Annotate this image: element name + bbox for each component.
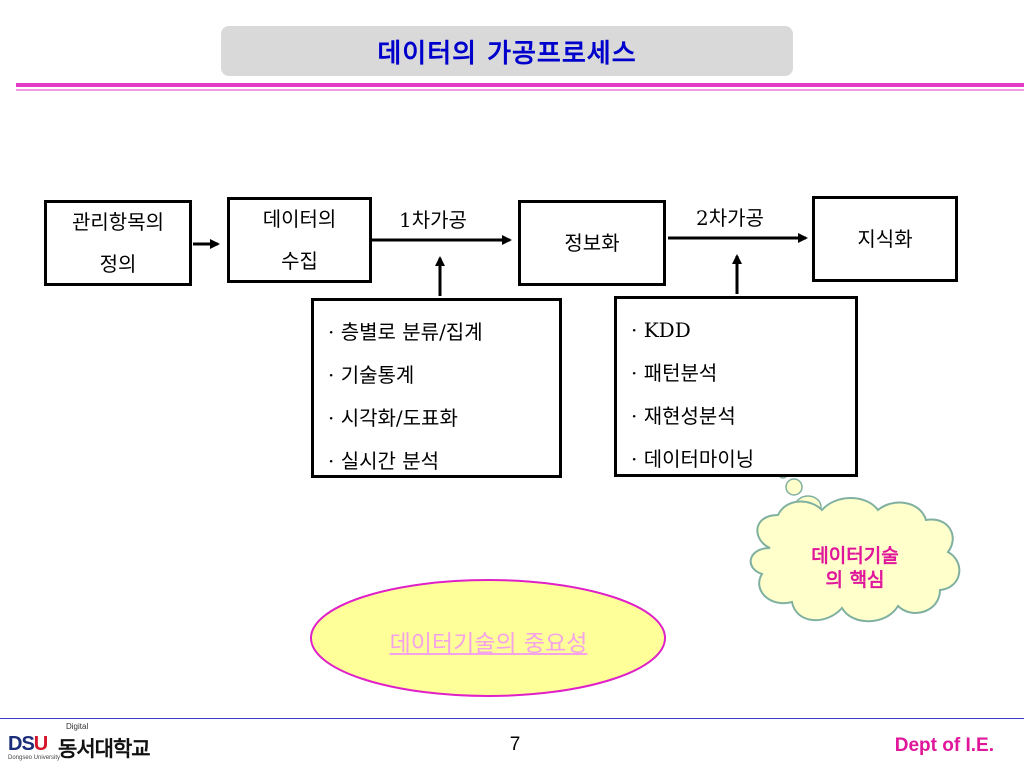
department-label: Dept of I.E. — [894, 735, 994, 756]
box-data-collection: 데이터의 수집 — [227, 197, 372, 283]
title-bar: 데이터의 가공프로세스 — [221, 26, 793, 76]
logo-english-name: Dongseo University — [8, 755, 61, 761]
logo-dsu-blue: DS — [8, 733, 35, 755]
second-method-item: · 패턴분석 — [631, 361, 718, 385]
callout-line-2: 의 핵심 — [825, 569, 885, 591]
box-first-methods: · 층별로 분류/집계 · 기술통계 · 시각화/도표화 · 실시간 분석 — [311, 298, 562, 478]
callout-cloud — [749, 497, 961, 623]
box-define-line-2: 정의 — [99, 252, 137, 276]
label-second-processing: 2차가공 — [696, 206, 764, 230]
header-rule-thick — [16, 83, 1024, 87]
callout-text: 데이터기술 의 핵심 — [770, 544, 940, 592]
slide-title: 데이터의 가공프로세스 — [377, 38, 637, 69]
first-method-item: · 실시간 분석 — [328, 449, 440, 473]
importance-link-text[interactable]: 데이터기술의 중요성 — [389, 630, 588, 657]
box-second-methods: · KDD · 패턴분석 · 재현성분석 · 데이터마이닝 — [614, 296, 858, 477]
box-knowledge-label: 지식화 — [857, 227, 913, 251]
box-information: 정보화 — [518, 200, 666, 286]
logo-dsu-mark: DSU — [8, 733, 48, 756]
second-method-item: · KDD — [631, 318, 691, 342]
footer-rule — [0, 718, 1024, 719]
box-define-line-1: 관리항목의 — [72, 210, 164, 234]
header-rule-thin — [16, 89, 1024, 91]
logo-dsu-red: U — [33, 733, 48, 755]
box-collect-line-1: 데이터의 — [262, 207, 337, 231]
first-method-item: · 시각화/도표화 — [328, 406, 458, 430]
logo-digital-text: Digital — [66, 722, 89, 731]
box-define-items: 관리항목의 정의 — [44, 200, 192, 286]
university-logo: Digital DSU 동서대학교 Dongseo University — [6, 722, 166, 764]
second-method-item: · 재현성분석 — [631, 404, 736, 428]
importance-ellipse — [310, 579, 666, 697]
callout-line-1: 데이터기술 — [811, 545, 899, 567]
box-info-label: 정보화 — [564, 231, 620, 255]
box-collect-line-2: 수집 — [281, 249, 318, 273]
first-method-item: · 기술통계 — [328, 363, 415, 387]
callout-bubble-medium — [785, 478, 803, 496]
label-first-processing: 1차가공 — [399, 208, 467, 232]
box-knowledge: 지식화 — [812, 196, 958, 282]
page-number: 7 — [509, 734, 521, 755]
importance-link[interactable]: 데이터기술의 중요성 — [311, 580, 666, 697]
second-method-item: · 데이터마이닝 — [631, 447, 755, 471]
first-method-item: · 층별로 분류/집계 — [328, 320, 483, 344]
logo-university-name: 동서대학교 — [58, 737, 151, 761]
